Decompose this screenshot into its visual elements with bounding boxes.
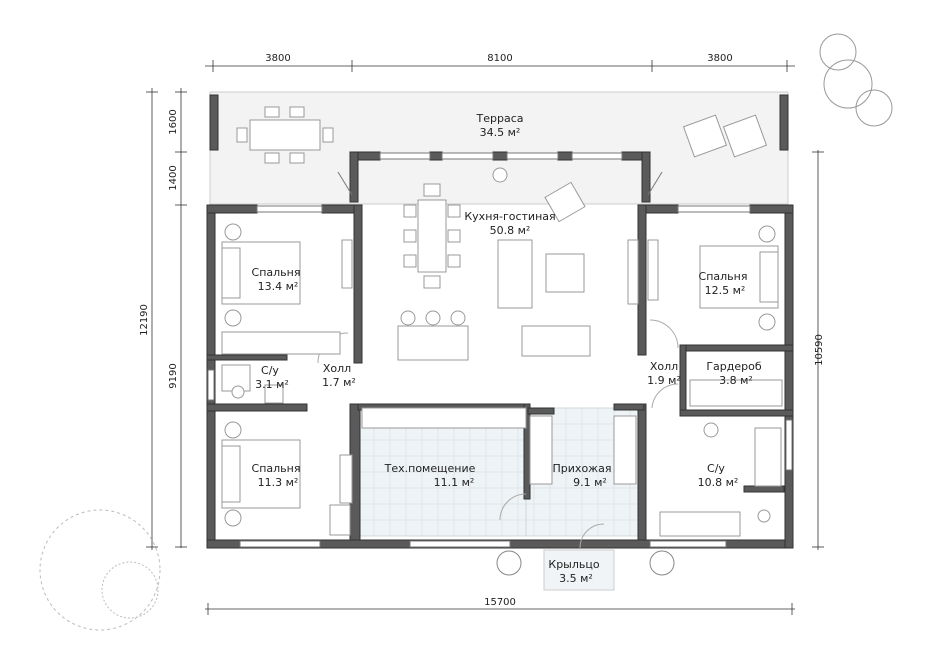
room-area-terrace: 34.5 м² bbox=[480, 126, 521, 139]
room-area-bedroom-left-bottom: 11.3 м² bbox=[258, 476, 299, 489]
room-name-bedroom-right: Спальня bbox=[699, 270, 748, 283]
room-name-hall-left: Холл bbox=[323, 362, 351, 375]
dim-left-gap: 1400 bbox=[168, 165, 179, 190]
tile-grid bbox=[358, 408, 644, 536]
room-name-wardrobe: Гардероб bbox=[706, 360, 762, 373]
doors bbox=[317, 171, 679, 549]
room-name-porch: Крыльцо bbox=[548, 558, 599, 571]
dim-left-total: 12190 bbox=[139, 304, 150, 336]
dim-left-house: 9190 bbox=[168, 363, 179, 388]
room-area-bedroom-right: 12.5 м² bbox=[705, 284, 746, 297]
room-name-terrace: Терраса bbox=[476, 112, 524, 125]
room-area-bath-right: 10.8 м² bbox=[698, 476, 739, 489]
dim-bottom: 15700 bbox=[484, 597, 516, 608]
room-area-wc-left: 3.1 м² bbox=[255, 378, 289, 391]
dim-left-terrace: 1600 bbox=[168, 109, 179, 134]
porch-deck bbox=[543, 549, 615, 591]
room-area-porch: 3.5 м² bbox=[559, 572, 593, 585]
room-name-wc-left: С/у bbox=[261, 364, 279, 377]
room-name-bedroom-left-bottom: Спальня bbox=[252, 462, 301, 475]
room-area-wardrobe: 3.8 м² bbox=[719, 374, 753, 387]
dim-top-left: 3800 bbox=[265, 53, 290, 64]
furniture bbox=[221, 106, 783, 537]
dimension-lines bbox=[146, 60, 824, 615]
room-name-bedroom-left-top: Спальня bbox=[252, 266, 301, 279]
dim-top-right: 3800 bbox=[707, 53, 732, 64]
room-area-entry: 9.1 м² bbox=[573, 476, 607, 489]
dimension-labels: 3800 8100 3800 15700 1600 1400 9190 1219… bbox=[139, 53, 825, 608]
room-name-bath-right: С/у bbox=[707, 462, 725, 475]
room-labels: Терраса 34.5 м² Кухня-гостиная 50.8 м² С… bbox=[252, 112, 762, 585]
room-area-hall-left: 1.7 м² bbox=[322, 376, 356, 389]
room-name-kitchen: Кухня-гостиная bbox=[464, 210, 555, 223]
room-name-hall-right: Холл bbox=[650, 360, 678, 373]
landscape bbox=[39, 33, 893, 631]
room-area-hall-right: 1.9 м² bbox=[647, 374, 681, 387]
windows bbox=[207, 152, 793, 548]
room-area-bedroom-left-top: 13.4 м² bbox=[258, 280, 299, 293]
room-name-tech: Тех.помещение bbox=[384, 462, 476, 475]
room-area-tech: 11.1 м² bbox=[434, 476, 475, 489]
dim-top-center: 8100 bbox=[487, 53, 512, 64]
room-name-entry: Прихожая bbox=[553, 462, 612, 475]
dim-right: 10590 bbox=[814, 334, 825, 366]
room-area-kitchen: 50.8 м² bbox=[490, 224, 531, 237]
